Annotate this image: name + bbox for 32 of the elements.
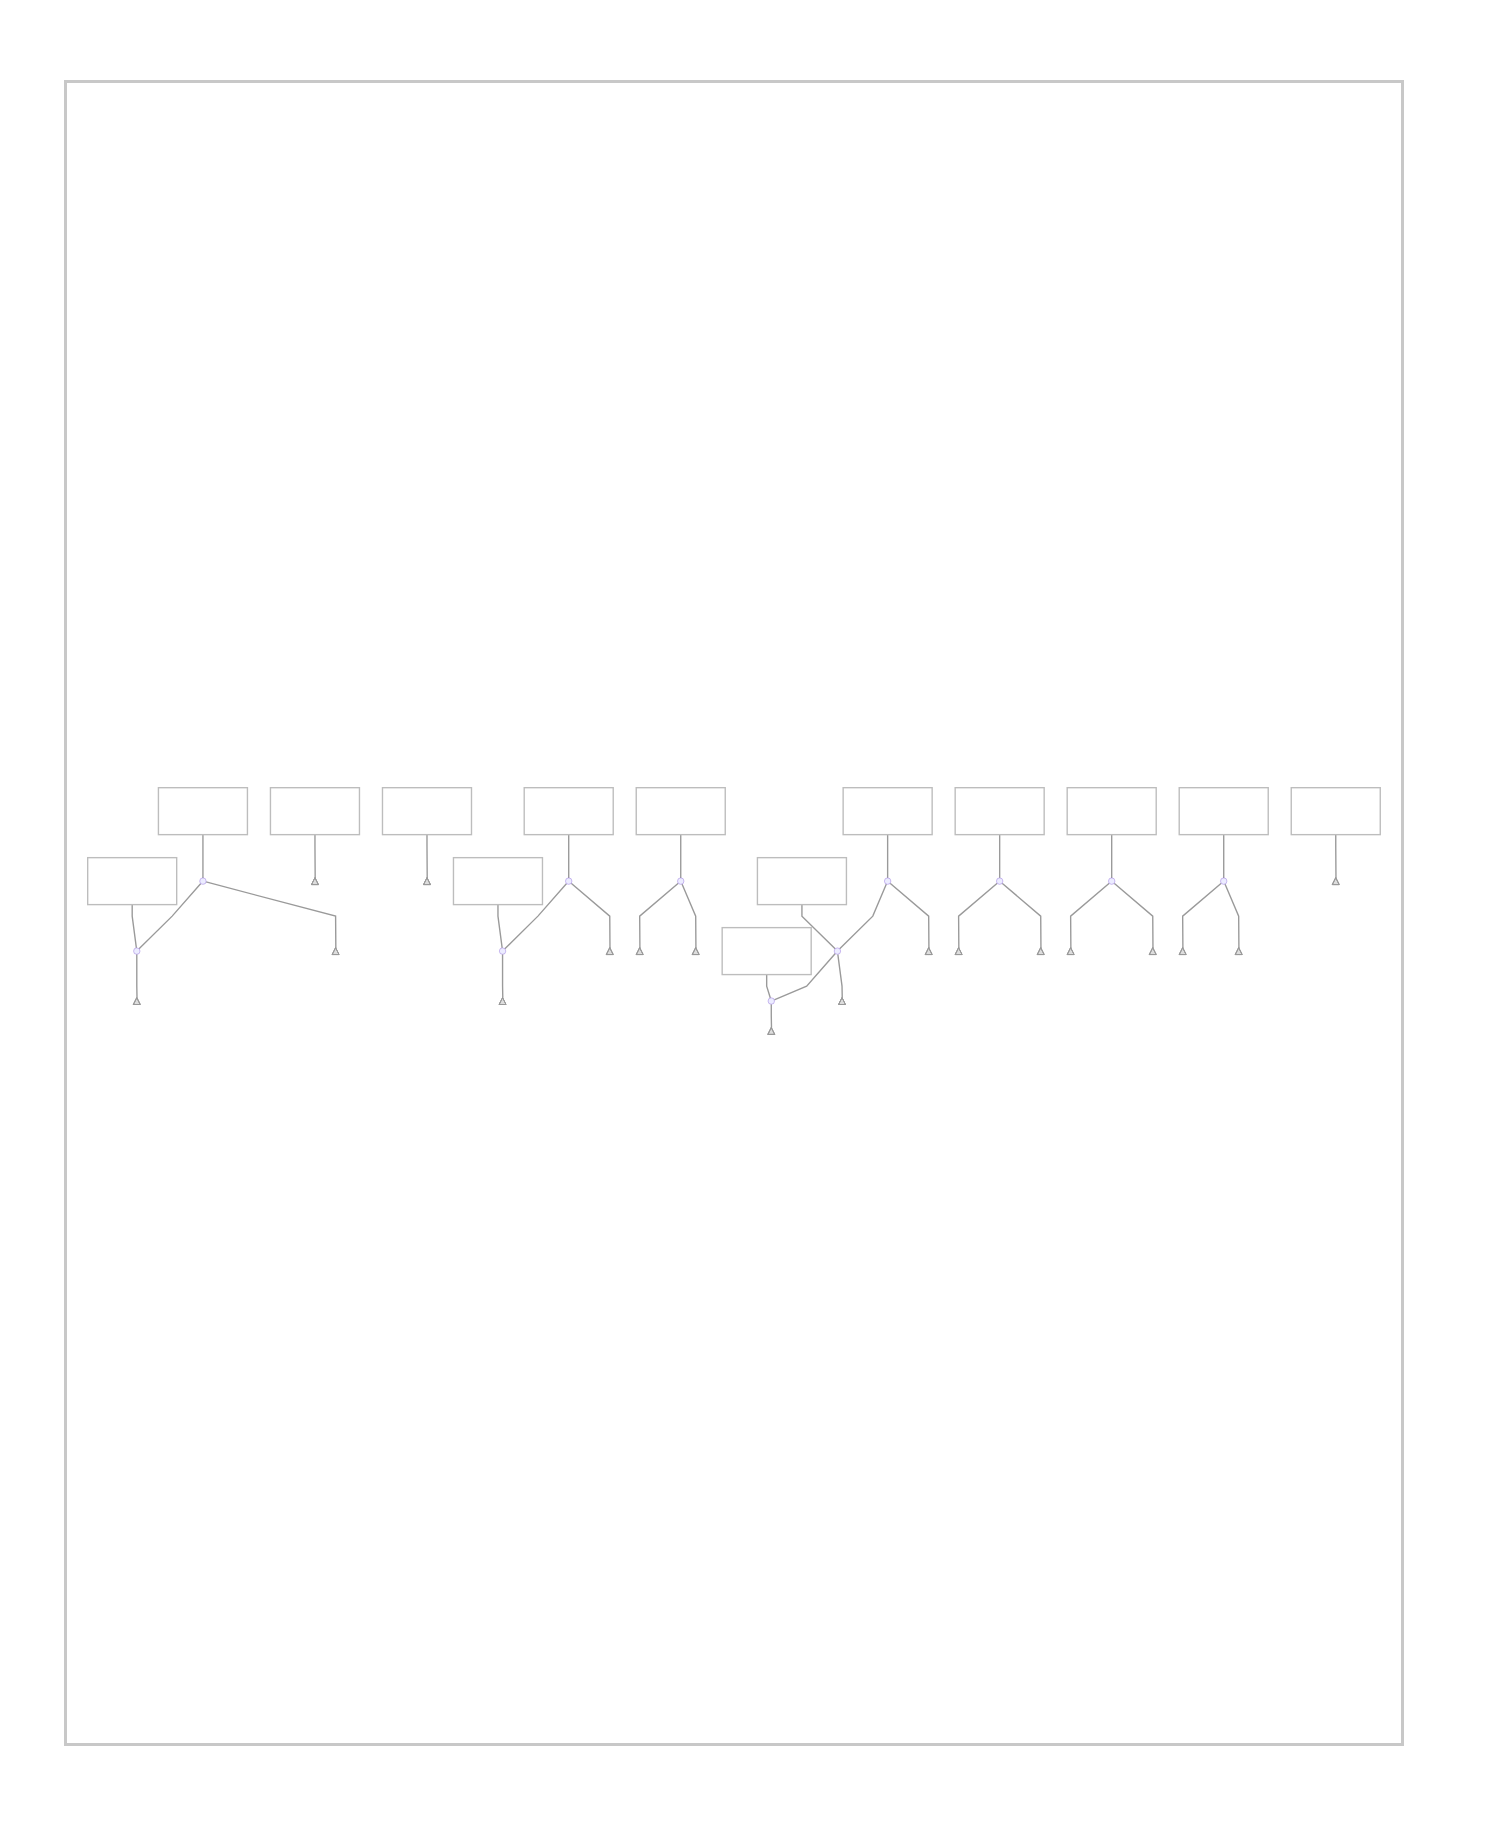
connector [957, 882, 998, 949]
connector [426, 833, 428, 879]
connector [131, 903, 138, 949]
connector [681, 883, 697, 949]
connector [1113, 882, 1154, 949]
connector [886, 833, 889, 879]
connector [136, 953, 138, 999]
connector [1182, 882, 1222, 949]
connector [801, 903, 836, 950]
connector [766, 973, 772, 999]
connector [497, 903, 503, 949]
connector [639, 882, 679, 949]
connector [504, 882, 568, 950]
connector [138, 882, 202, 950]
connector [839, 883, 888, 950]
connector [680, 833, 682, 879]
connector [1001, 882, 1042, 949]
connector [770, 1003, 773, 1029]
connector [1224, 883, 1240, 949]
connector [889, 882, 930, 949]
connector [314, 833, 316, 879]
connector [999, 833, 1001, 879]
connector [837, 953, 843, 999]
connector [1335, 833, 1337, 879]
connector [501, 953, 504, 999]
connector [570, 882, 611, 949]
connector [1111, 833, 1113, 879]
connector [568, 833, 570, 879]
connector [202, 833, 204, 879]
connector [205, 881, 337, 949]
connector [1223, 833, 1225, 879]
connector [1069, 882, 1110, 949]
